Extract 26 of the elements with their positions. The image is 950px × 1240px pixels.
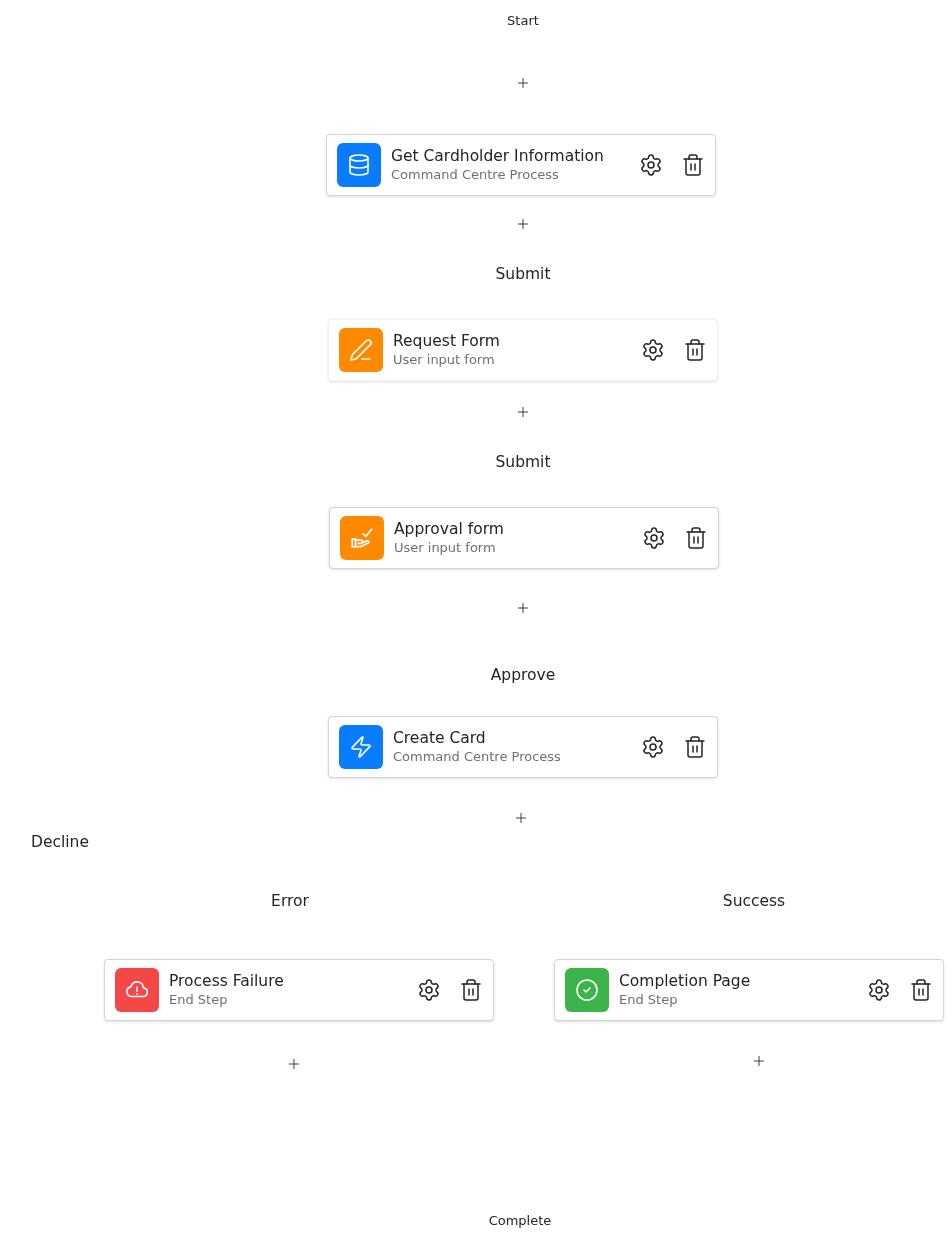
step-subtitle: Command Centre Process [391,166,560,184]
branch-label: Submit [495,265,551,283]
step-title: Completion Page [619,971,752,991]
step-title: Approval form [394,519,505,539]
step-card [328,716,718,778]
branch-label: Error [271,892,309,910]
branch-label: Start [507,12,539,28]
step-title: Process Failure [169,971,285,991]
step-card [329,507,719,569]
step-title: Create Card [393,728,487,748]
step-card [104,959,494,1021]
branch-label: Decline [31,833,89,851]
branch-label: Success [722,892,786,910]
step-title: Get Cardholder Information [391,146,605,166]
step-subtitle: End Step [619,991,679,1009]
step-card [328,319,718,381]
branch-label: Submit [495,453,551,471]
step-subtitle: End Step [169,991,229,1009]
step-card [326,134,716,196]
step-subtitle: Command Centre Process [393,748,562,766]
step-subtitle: User input form [394,539,497,557]
branch-label: Complete [488,1212,552,1228]
step-card [554,959,944,1021]
branch-label: Approve [490,666,556,684]
step-title: Request Form [393,331,501,351]
step-subtitle: User input form [393,351,496,369]
